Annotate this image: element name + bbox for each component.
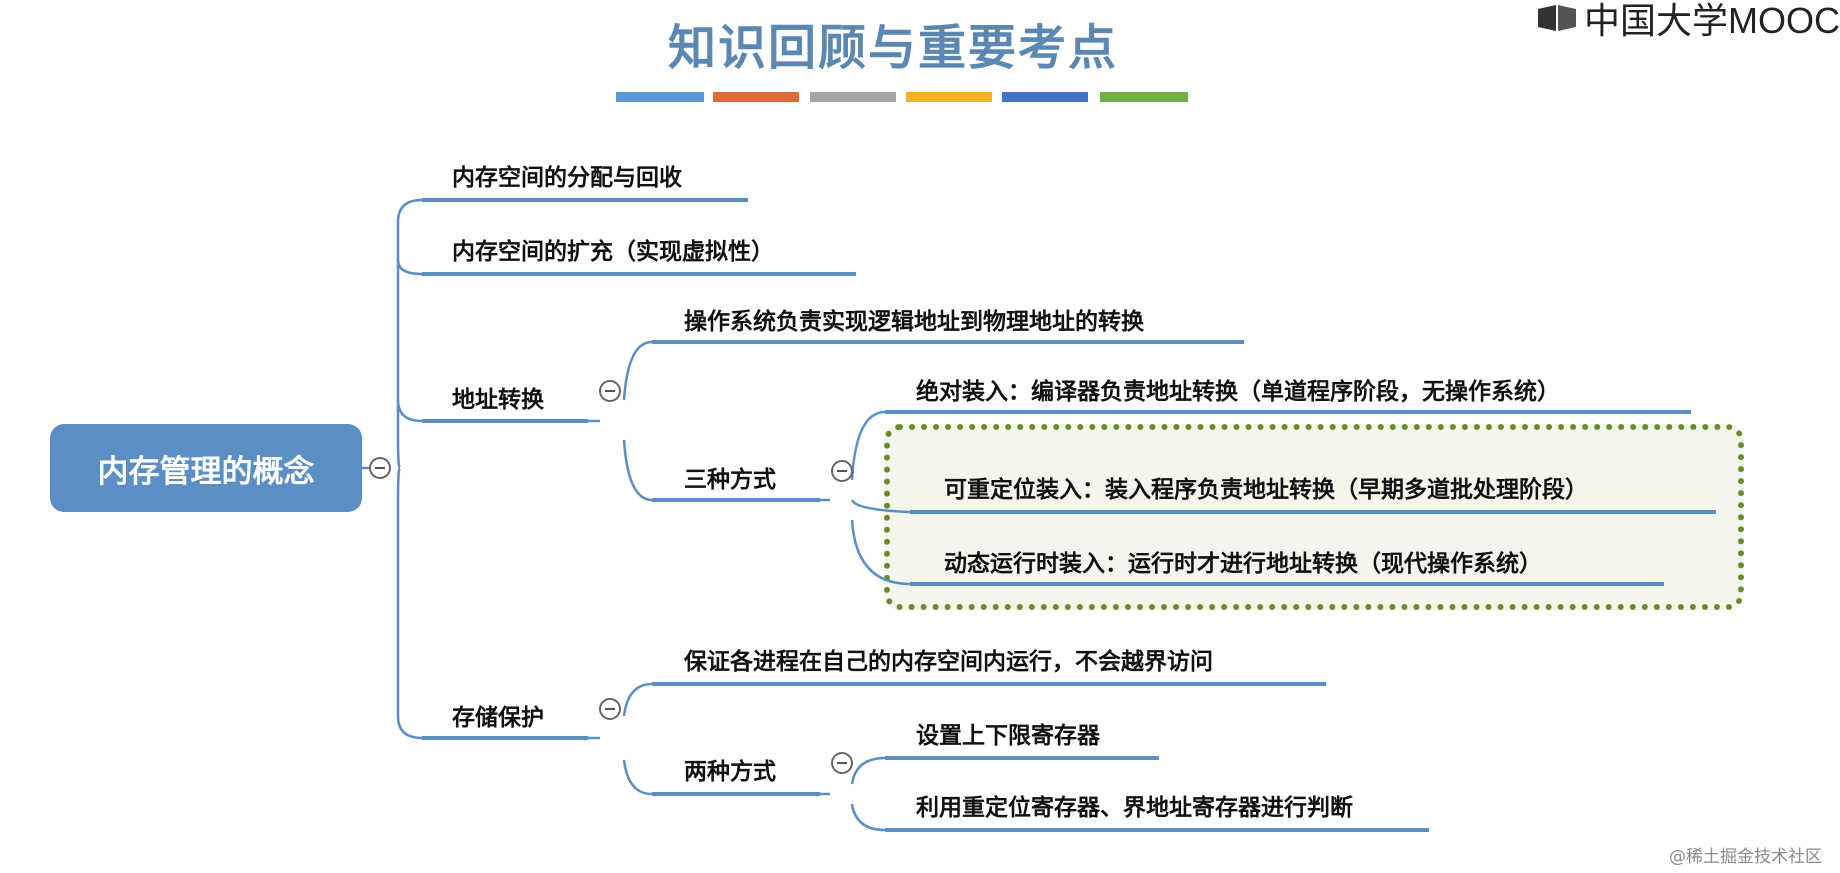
- node-absolute-load[interactable]: 绝对装入：编译器负责地址转换（单道程序阶段，无操作系统）: [916, 379, 1560, 405]
- node-protection-desc-underline: [652, 682, 1326, 686]
- color-bar-4: [906, 92, 992, 102]
- book-logo-icon: [1538, 5, 1576, 31]
- node-relocatable-load[interactable]: 可重定位装入：装入程序负责地址转换（早期多道批处理阶段）: [944, 477, 1588, 503]
- node-memory-alloc-underline: [422, 198, 748, 202]
- node-memory-expand-underline: [422, 272, 856, 276]
- node-storage-protection[interactable]: 存储保护: [452, 705, 544, 731]
- address-collapse-icon[interactable]: [599, 380, 621, 402]
- logo-text: 中国大学MOOC: [1584, 0, 1840, 41]
- root-node[interactable]: 内存管理的概念: [50, 424, 362, 512]
- node-bound-registers-underline: [885, 756, 1159, 760]
- color-bar-2: [713, 92, 799, 102]
- node-relocation-registers[interactable]: 利用重定位寄存器、界地址寄存器进行判断: [916, 795, 1353, 821]
- node-two-modes-underline: [652, 792, 820, 796]
- node-storage-protection-underline: [422, 736, 588, 740]
- node-memory-expand[interactable]: 内存空间的扩充（实现虚拟性）: [452, 239, 774, 265]
- highlight-box: [884, 424, 1744, 610]
- node-address-translation[interactable]: 地址转换: [452, 387, 544, 413]
- color-bar-5: [1002, 92, 1088, 102]
- protection-collapse-icon[interactable]: [599, 698, 621, 720]
- three-modes-collapse-icon[interactable]: [831, 460, 853, 482]
- color-bar-6: [1100, 92, 1188, 102]
- node-protection-desc[interactable]: 保证各进程在自己的内存空间内运行，不会越界访问: [684, 649, 1213, 675]
- color-bar-1: [616, 92, 704, 102]
- page-title: 知识回顾与重要考点: [667, 20, 1118, 76]
- node-three-modes[interactable]: 三种方式: [684, 467, 776, 493]
- node-address-translation-underline: [422, 419, 588, 423]
- node-relocatable-load-underline: [910, 510, 1716, 514]
- two-modes-collapse-icon[interactable]: [831, 752, 853, 774]
- node-dynamic-load-underline: [910, 582, 1664, 586]
- node-two-modes[interactable]: 两种方式: [684, 759, 776, 785]
- node-bound-registers[interactable]: 设置上下限寄存器: [916, 723, 1100, 749]
- node-three-modes-underline: [652, 498, 820, 502]
- root-collapse-icon[interactable]: [369, 457, 391, 479]
- node-relocation-registers-underline: [885, 828, 1429, 832]
- mooc-logo: 中国大学MOOC: [1536, 0, 1840, 41]
- node-os-address-desc[interactable]: 操作系统负责实现逻辑地址到物理地址的转换: [684, 309, 1144, 335]
- node-absolute-load-underline: [885, 410, 1691, 414]
- node-memory-alloc[interactable]: 内存空间的分配与回收: [452, 165, 682, 191]
- watermark: @稀土掘金技术社区: [1669, 847, 1822, 867]
- node-dynamic-load[interactable]: 动态运行时装入：运行时才进行地址转换（现代操作系统）: [944, 551, 1542, 577]
- color-bar-3: [810, 92, 896, 102]
- node-os-address-desc-underline: [652, 340, 1244, 344]
